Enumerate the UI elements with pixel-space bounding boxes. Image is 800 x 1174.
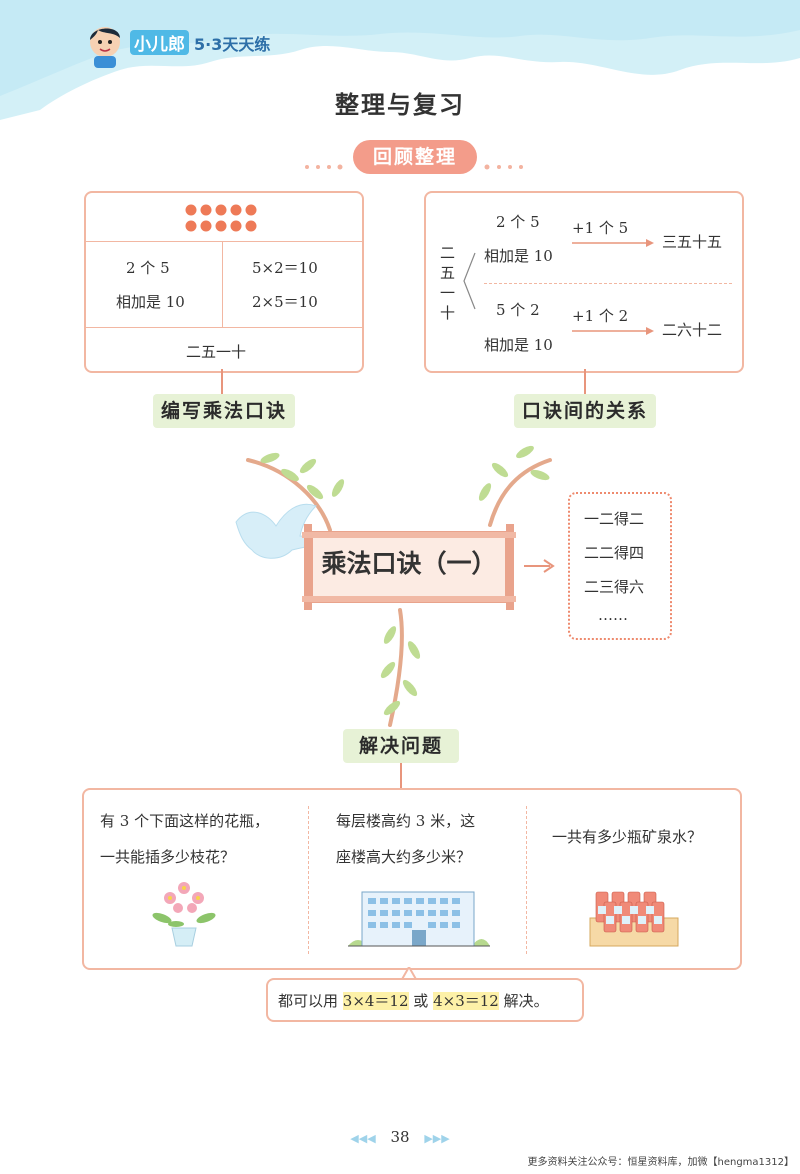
top-arrow-label: +1 个 5 <box>572 219 629 237</box>
problems-card: 有 3 个下面这样的花瓶， 一共能插多少枝花？ 每层楼高约 3 米，这 座楼高大… <box>82 788 742 970</box>
section-dots-left <box>304 155 350 170</box>
scroll-banner <box>302 524 516 610</box>
center-arrow <box>524 558 556 574</box>
solution-mid: 或 <box>408 992 434 1010</box>
rhyme-item-1: 一二得二 <box>584 510 645 528</box>
rhyme-item-3: 二三得六 <box>584 578 645 596</box>
solution-text: 都可以用 3×4＝12 或 4×3＝12 解决。 <box>278 990 549 1011</box>
stack-char-3: 一 <box>440 284 456 302</box>
section-dots-right <box>482 155 528 170</box>
bottom-arrow-label: +1 个 2 <box>572 307 629 325</box>
page-number: 38 <box>390 1128 410 1146</box>
page-title: 整理与复习 <box>335 91 465 119</box>
top-line-2: 相加是 10 <box>484 247 553 265</box>
solution-box: 都可以用 3×4＝12 或 4×3＝12 解决。 <box>266 978 584 1022</box>
problem-2-line-2: 座楼高大约多少米？ <box>336 848 472 866</box>
rhyme-footer: 二五一十 <box>186 343 247 361</box>
rhyme-item-4: …… <box>598 606 628 624</box>
problems-divider-1 <box>308 806 309 954</box>
center-title: 乘法口诀（一） <box>321 549 497 578</box>
header-cloud-shape <box>0 0 800 120</box>
left-connector <box>221 369 223 395</box>
top-result: 三五十五 <box>662 233 723 251</box>
problems-caption: 解决问题 <box>343 729 459 763</box>
right-arrows-icon: ▶▶▶ <box>424 1132 450 1145</box>
stack-char-4: 十 <box>440 304 456 322</box>
problems-divider-2 <box>526 806 527 954</box>
problem-3-line-1: 一共有多少瓶矿泉水？ <box>552 828 703 846</box>
flower-vase-icon <box>152 878 216 950</box>
brand-name: 小儿郎 <box>130 30 189 55</box>
addition-line-2: 相加是 10 <box>116 293 185 311</box>
bottom-result: 二六十二 <box>662 321 723 339</box>
problem-1-line-2: 一共能插多少枝花？ <box>100 848 236 866</box>
stack-char-1: 二 <box>440 244 456 262</box>
problem-2-line-1: 每层楼高约 3 米，这 <box>336 812 476 830</box>
bottom-line-2: 相加是 10 <box>484 336 553 354</box>
left-card-divider-mid <box>222 241 223 327</box>
bottom-arrow <box>572 321 656 335</box>
right-connector <box>584 369 586 395</box>
rhyme-item-2: 二二得四 <box>584 544 645 562</box>
mascot-boy-icon <box>84 22 126 68</box>
problem-1-line-1: 有 3 个下面这样的花瓶， <box>100 812 270 830</box>
section-tag: 回顾整理 <box>353 140 477 174</box>
left-card-divider-bottom <box>86 327 362 328</box>
dot-array <box>185 203 261 233</box>
multiplication-line-1: 5×2＝10 <box>252 259 318 277</box>
olive-branches <box>200 430 600 730</box>
stack-column: 二 五 一 十 <box>440 243 460 323</box>
header-band <box>0 0 800 120</box>
rhyme-list-box: 一二得二 二二得四 二三得六 …… <box>568 492 672 640</box>
page-number-row: ◀◀◀ 38 ▶▶▶ <box>0 1128 800 1146</box>
bracket <box>462 251 476 311</box>
right-card: 二 五 一 十 2 个 5 相加是 10 +1 个 5 三五十五 5 个 2 相… <box>424 191 744 373</box>
multiplication-line-2: 2×5＝10 <box>252 293 318 311</box>
addition-line-1: 2 个 5 <box>126 259 170 277</box>
top-line-1: 2 个 5 <box>496 213 540 231</box>
solution-suffix: 解决。 <box>498 992 549 1010</box>
solution-expr-2: 4×3＝12 <box>433 992 499 1010</box>
left-card-caption: 编写乘法口诀 <box>153 394 295 428</box>
problems-connector <box>400 763 402 789</box>
footer-note: 更多资料关注公众号：恒星资料库，加微【hengma1312】 <box>527 1157 795 1168</box>
series-name: 5·3天天练 <box>194 35 271 54</box>
left-arrows-icon: ◀◀◀ <box>350 1132 376 1145</box>
water-bottles-icon <box>588 878 680 948</box>
bottom-line-1: 5 个 2 <box>496 301 540 319</box>
right-card-dashed-divider <box>484 283 732 284</box>
stack-char-2: 五 <box>440 264 456 282</box>
building-icon <box>348 886 490 950</box>
solution-expr-1: 3×4＝12 <box>342 992 409 1010</box>
left-card-divider-top <box>86 241 362 242</box>
solution-prefix: 都可以用 <box>278 992 343 1010</box>
left-card: 2 个 5 相加是 10 5×2＝10 2×5＝10 二五一十 <box>84 191 364 373</box>
right-card-caption: 口诀间的关系 <box>514 394 656 428</box>
top-arrow <box>572 233 656 247</box>
